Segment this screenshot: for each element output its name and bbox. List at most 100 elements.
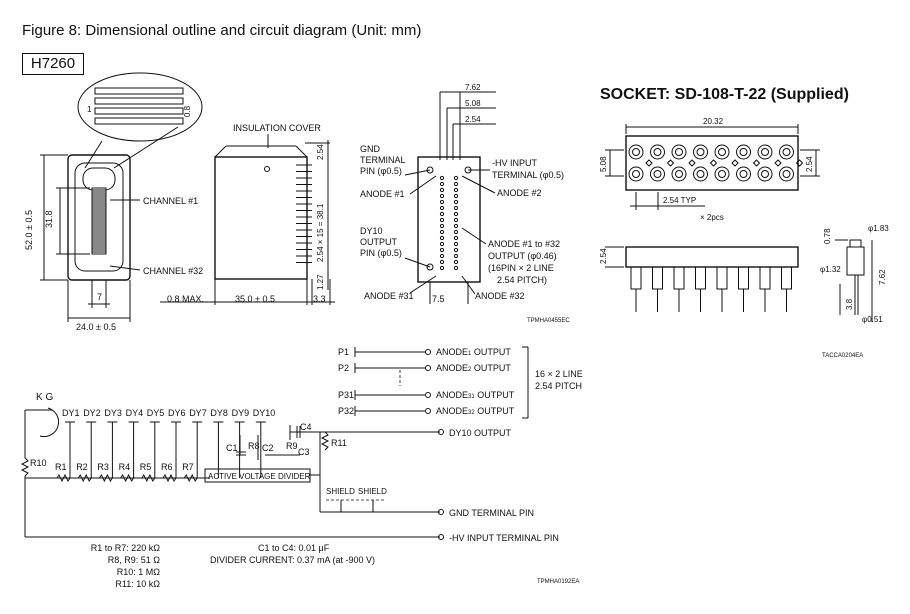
anode-pin	[453, 253, 459, 259]
socket-pin-body	[781, 266, 792, 290]
anode-pin	[439, 193, 445, 199]
label-anode31: ANODE #31	[364, 291, 414, 301]
anode-pin	[453, 187, 459, 193]
socket-hole	[671, 166, 687, 182]
anode-pin	[439, 235, 445, 241]
socket-diamond	[795, 159, 804, 167]
socket-count: × 2pcs	[700, 213, 724, 222]
socket-width: 20.32	[703, 117, 724, 126]
dynode-label: DY3	[104, 408, 122, 418]
socket-pin-body	[695, 266, 706, 290]
dim-inner-height: 31.8	[44, 210, 54, 228]
socket-diamond	[731, 159, 739, 167]
socket-pin-body	[673, 266, 685, 290]
socket-diamond	[709, 159, 718, 167]
socket-diamond	[752, 159, 761, 167]
outline-code: TPMHA0455EC	[527, 318, 570, 324]
socket-hole-inner	[632, 170, 640, 178]
socket-d078: 0.78	[823, 228, 832, 244]
dim-pin-span: 2.54 × 15 = 38.1	[316, 203, 325, 262]
socket-hole	[671, 144, 687, 160]
socket-side-view: 2.54 φ1.83 0.78 φ1.32 7.62 3.8 φ0.51 TAC…	[599, 224, 889, 359]
side-view: INSULATION COVER 2.54 2.54 × 15 = 38.1 1…	[160, 123, 335, 305]
socket-hole-inner	[718, 170, 726, 178]
circuit-r11: R11	[331, 438, 347, 448]
label-anode32: ANODE #32	[475, 291, 525, 301]
dynode-label: DY7	[189, 408, 207, 418]
socket-hole	[714, 144, 730, 160]
circuit-c1: C1	[226, 443, 238, 453]
dim-tail: 3.3	[313, 294, 326, 304]
dynode-label: DY1	[62, 408, 80, 418]
socket-hole-inner	[782, 148, 791, 156]
resistor-symbol	[98, 473, 113, 483]
anode-pin	[453, 247, 459, 253]
anode-pin	[453, 199, 459, 205]
socket-d051: φ0.51	[862, 315, 883, 324]
socket-diamond	[774, 159, 782, 167]
socket-hole	[650, 166, 665, 182]
anode-pin	[439, 205, 445, 211]
anode-pin	[453, 211, 459, 217]
anode-pin	[453, 181, 459, 187]
circuit-pin-label: P32	[338, 406, 354, 416]
circuit-pin-label: P1	[338, 347, 349, 357]
socket-code: TACCA0204EA	[822, 353, 863, 359]
socket-hole-inner	[675, 148, 683, 156]
socket-title: SOCKET: SD-108-T-22 (Supplied)	[600, 86, 849, 103]
anode-pin	[453, 229, 459, 235]
anode-pin	[439, 211, 445, 217]
circuit-shield1: SHIELD	[326, 487, 355, 496]
socket-hole-inner	[653, 170, 662, 178]
anode-pin	[453, 217, 459, 223]
dynode-label: DY5	[147, 408, 165, 418]
socket-hole	[757, 144, 773, 160]
socket-d132: φ1.32	[820, 265, 841, 274]
dim-max: 0.8 MAX.	[167, 294, 204, 304]
anode-pin	[453, 175, 459, 181]
resistor-label: R7	[182, 462, 194, 472]
circuit-code: TPMHA0192EA	[537, 579, 579, 585]
front-view: 52.0 ± 0.5 31.8 7 24.0 ± 0.5 CHANNEL #1 …	[24, 72, 203, 332]
socket-hole-inner	[653, 148, 662, 156]
resistor-symbol	[77, 473, 92, 483]
note-left: R8, R9: 51 Ω	[108, 555, 161, 565]
label-anode2: ANODE #2	[497, 188, 542, 198]
output-terminal	[425, 349, 431, 355]
anode-output-label: ANODE31 OUTPUT	[436, 390, 515, 400]
dim-side-bottom: 1.27	[316, 274, 325, 290]
anode-pin	[453, 235, 459, 241]
anode-pin	[439, 217, 445, 223]
anode-pin	[453, 259, 459, 265]
socket-hole	[736, 144, 751, 160]
dim-width: 24.0 ± 0.5	[76, 322, 116, 332]
anode-pin	[439, 259, 445, 265]
anode-output-label: ANODE32 OUTPUT	[436, 406, 515, 416]
dynode-label: DY4	[126, 408, 144, 418]
note-left: R1 to R7: 220 kΩ	[91, 543, 161, 553]
socket-pin-body	[716, 266, 728, 290]
socket-top-view: 20.32 5.08 2.54 2.54 TYP × 2pcs	[599, 117, 820, 222]
dim-762: 7.62	[465, 83, 481, 92]
note-right: DIVIDER CURRENT: 0.37 mA (at -900 V)	[210, 555, 375, 565]
dim-height: 52.0 ± 0.5	[24, 210, 34, 250]
socket-diamond	[688, 159, 696, 167]
socket-side-dim: 2.54	[805, 156, 814, 172]
anode-pin	[439, 247, 445, 253]
circuit-r9: R9	[286, 441, 298, 451]
dynode-label: DY9	[232, 408, 250, 418]
resistor-symbol	[183, 473, 198, 483]
socket-hole	[736, 166, 751, 182]
anode-pin	[439, 223, 445, 229]
resistor-label: R5	[140, 462, 152, 472]
socket-hole-inner	[696, 170, 705, 178]
anode-pin	[453, 265, 459, 271]
